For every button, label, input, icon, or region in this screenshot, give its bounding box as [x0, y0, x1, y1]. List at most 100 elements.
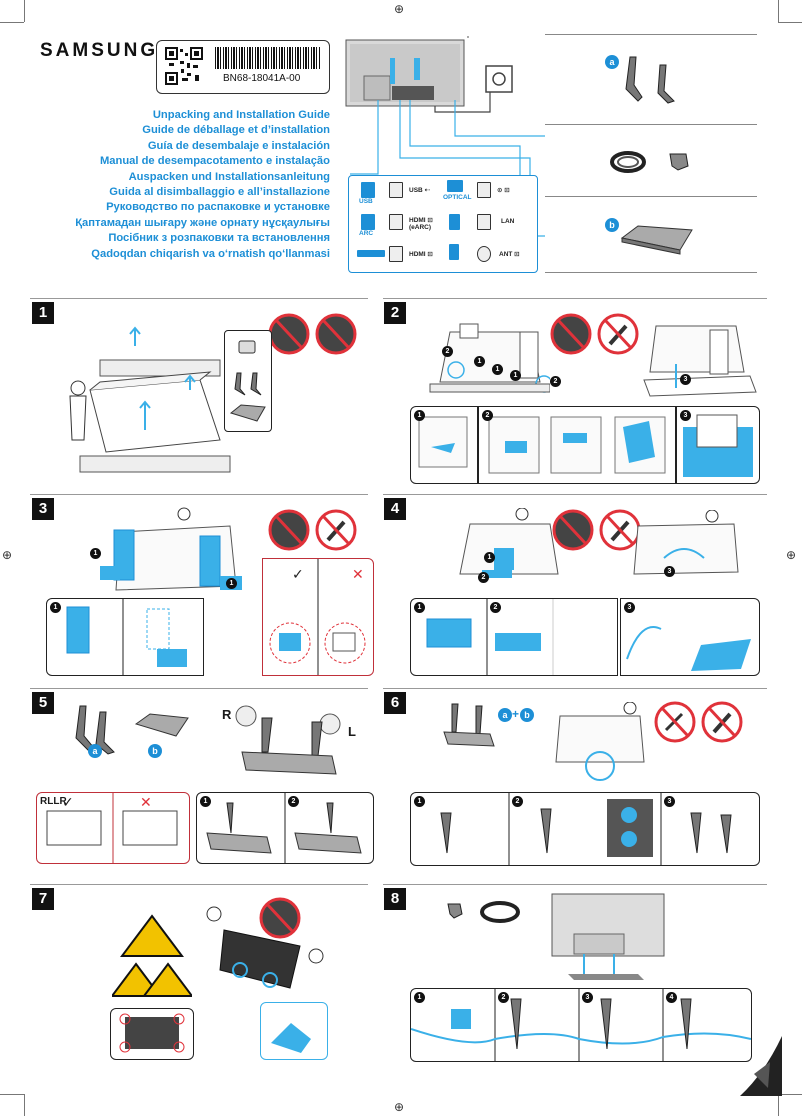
sub-step-badge: 1: [90, 548, 101, 559]
right-leg-label: R: [222, 707, 232, 722]
crop-mark: [24, 0, 25, 22]
sub-step-badge: 2: [490, 602, 501, 613]
page-curl-icon: [740, 1036, 782, 1096]
port-ant-label: ANT ⊡: [499, 251, 520, 258]
step-4-illustration: [459, 508, 559, 578]
leg-orientation-panel: [36, 792, 190, 864]
grip-points-panel: [110, 1008, 194, 1060]
step-2-illustration-b: [643, 325, 757, 397]
port-io-label: ⊙ ⊡: [497, 187, 510, 194]
sub-step-badge: 1: [484, 552, 495, 563]
assembled-stand-icon: [443, 703, 495, 747]
port-usb-label: USB: [359, 198, 373, 205]
crop-mark: [778, 0, 779, 22]
sub-step-badge: 3: [664, 796, 675, 807]
part-a-badge: a: [88, 744, 102, 758]
step-8-panel: [410, 988, 752, 1062]
check-icon: ✓: [292, 566, 304, 582]
title-kk: Қаптамадан шығару және орнату нұсқаулығы: [75, 216, 330, 229]
sub-step-badge: 2: [482, 410, 493, 421]
title-de: Auspacken und Installationsanleitung: [128, 170, 330, 183]
divider: [545, 34, 757, 35]
product-label: BN68-18041A-00: [156, 40, 330, 94]
title-es: Guía de desembalaje e instalación: [147, 139, 330, 152]
step-2-number: 2: [384, 302, 406, 324]
step-2-illustration: [429, 323, 550, 393]
sub-step-badge: 1: [226, 578, 237, 589]
sub-step-badge: 3: [680, 410, 691, 421]
part-a-badge: a: [605, 55, 619, 69]
title-it: Guida al disimballaggio e all’installazi…: [109, 186, 330, 199]
port-hdmi-earc-label: HDMI ⊡ (eARC): [409, 217, 433, 231]
sub-step-badge: 3: [664, 566, 675, 577]
no-push-screen-icon: [654, 701, 743, 743]
step-4-panel: [410, 598, 618, 676]
divider: [383, 884, 767, 885]
crop-mark: [778, 22, 802, 23]
antenna-icon: [449, 244, 459, 260]
step-2-panel-2: [478, 406, 676, 484]
optical-port-icon: [477, 182, 491, 198]
step-2-panel-3: [676, 406, 760, 484]
ant-port-icon: [477, 246, 491, 262]
no-sharp-tool-icon: [552, 509, 641, 551]
plus-sign: +: [512, 707, 520, 721]
stand-legs-part: [625, 56, 675, 104]
sub-step-badge: 2: [442, 346, 453, 357]
check-icon: ✓: [62, 794, 74, 810]
step-3-panel: [46, 598, 204, 676]
divider: [30, 688, 368, 689]
no-lay-flat-icon: [268, 509, 357, 551]
sub-step-badge: 2: [498, 992, 509, 1003]
step-4-number: 4: [384, 498, 406, 520]
divider: [383, 298, 767, 299]
sub-step-badge: 3: [582, 992, 593, 1003]
part-b-badge: b: [520, 708, 534, 722]
barcode-icon: [215, 47, 321, 69]
guide-titles: Unpacking and Installation Guide Guide d…: [75, 108, 330, 262]
correct-incorrect-panel: [262, 558, 374, 676]
step-4-illustration-b: [633, 510, 739, 575]
accessory-list: [224, 330, 272, 432]
arc-icon: [361, 214, 375, 230]
title-fr: Guide de déballage et d’installation: [142, 124, 330, 137]
crop-mark: [778, 1094, 779, 1116]
title-uk: Посібник з розпаковки та встановлення: [108, 232, 330, 245]
sub-step-badge: 2: [478, 572, 489, 583]
step-1-number: 1: [32, 302, 54, 324]
crop-mark: [24, 1094, 25, 1116]
divider: [30, 494, 368, 495]
crop-mark: [778, 1094, 802, 1095]
usb-icon: [361, 182, 375, 198]
port-lan-label: LAN: [501, 218, 515, 225]
port-usb2-label: USB ⇠: [409, 187, 430, 194]
title-en: Unpacking and Installation Guide: [152, 109, 330, 121]
tv-back-overview: [345, 36, 545, 237]
port-optical-label: OPTICAL: [443, 194, 472, 201]
lan-icon: [449, 214, 460, 230]
step-3-number: 3: [32, 498, 54, 520]
sub-step-badge: 2: [288, 796, 299, 807]
qr-code-icon: [165, 47, 203, 85]
step-7-illustration: [206, 906, 324, 989]
part-b-badge: b: [148, 744, 162, 758]
part-number: BN68-18041A-00: [223, 73, 301, 84]
ports-panel: USB USB ⇠ OPTICAL ⊙ ⊡ ARC HDMI ⊡ (eARC) …: [348, 175, 538, 273]
left-leg-label: L: [348, 724, 356, 739]
no-sharp-tool-icon: [550, 313, 639, 355]
crop-mark: [0, 22, 24, 23]
part-a-badge: a: [498, 708, 512, 722]
divider: [30, 884, 368, 885]
step-3-illustration: [100, 507, 242, 591]
stand-assembly-illustration: [235, 705, 341, 775]
sub-step-badge: 1: [50, 602, 61, 613]
sub-step-badge: 1: [200, 796, 211, 807]
power-outlet-icon: [486, 68, 516, 98]
title-uz: Qadoqdan chiqarish va o‘rnatish qo‘llanm…: [91, 247, 330, 260]
sub-step-badge: 2: [512, 796, 523, 807]
sub-step-badge: 1: [510, 370, 521, 381]
usb-port-icon: [389, 182, 403, 198]
part-b-badge: b: [605, 218, 619, 232]
registration-mark-icon: ⊕: [394, 1100, 405, 1114]
divider: [383, 688, 767, 689]
